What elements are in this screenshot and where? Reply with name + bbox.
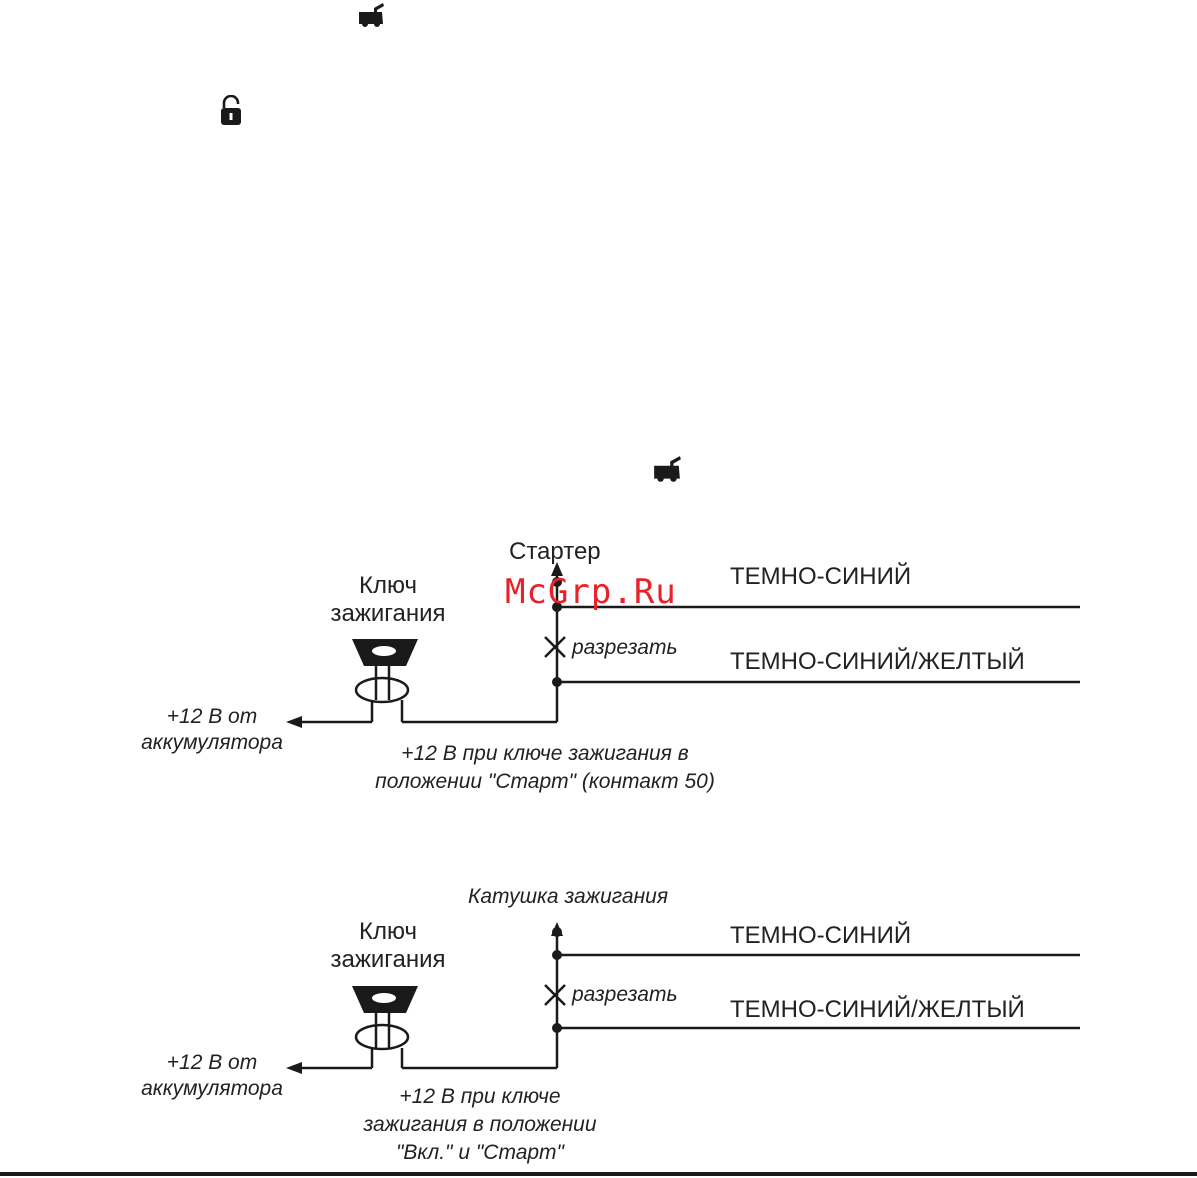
note-line3: "Вкл." и "Старт" <box>395 1141 565 1164</box>
note-on-start: +12 В при ключе зажигания в положении "В… <box>330 1083 630 1167</box>
car-trunk-icon <box>359 3 384 27</box>
wire-label-dark-blue-yellow: ТЕМНО-СИНИЙ/ЖЕЛТЫЙ <box>730 648 1025 675</box>
battery-label-line1: +12 В от <box>166 705 258 728</box>
ignition-key-label: Ключ зажигания <box>320 572 456 628</box>
cut-label: разрезать <box>572 636 678 659</box>
note-line1: +12 В при ключе <box>399 1085 561 1108</box>
ignition-key-label-line2: зажигания <box>330 600 446 627</box>
ignition-key-label-line1: Ключ <box>359 918 417 945</box>
coil-label: Катушка зажигания <box>468 885 669 908</box>
car-trunk-icon <box>654 456 681 482</box>
unlock-icon <box>221 95 241 125</box>
note-line1: +12 В при ключе зажигания в <box>401 742 689 765</box>
ignition-key-label: Ключ зажигания <box>320 918 456 974</box>
note-line2: зажигания в положении <box>363 1113 597 1136</box>
battery-label: +12 В от аккумулятора <box>112 1050 312 1102</box>
cut-label: разрезать <box>572 983 678 1006</box>
starter-label: Стартер <box>509 538 601 565</box>
bottom-rule <box>0 1172 1197 1176</box>
note-start-contact: +12 В при ключе зажигания в положении "С… <box>340 740 750 796</box>
watermark-text: McGrp.Ru <box>505 572 677 612</box>
battery-label-line1: +12 В от <box>166 1051 258 1074</box>
battery-label-line2: аккумулятора <box>141 731 283 754</box>
note-line2: положении "Старт" (контакт 50) <box>375 770 715 793</box>
battery-label: +12 В от аккумулятора <box>112 704 312 756</box>
ignition-key-label-line1: Ключ <box>359 572 417 599</box>
battery-label-line2: аккумулятора <box>141 1077 283 1100</box>
wire-label-dark-blue: ТЕМНО-СИНИЙ <box>730 563 912 590</box>
wire-label-dark-blue: ТЕМНО-СИНИЙ <box>730 922 912 949</box>
diagram1-lines <box>300 572 1080 724</box>
ignition-key-label-line2: зажигания <box>330 946 446 973</box>
wire-label-dark-blue-yellow: ТЕМНО-СИНИЙ/ЖЕЛТЫЙ <box>730 996 1025 1023</box>
